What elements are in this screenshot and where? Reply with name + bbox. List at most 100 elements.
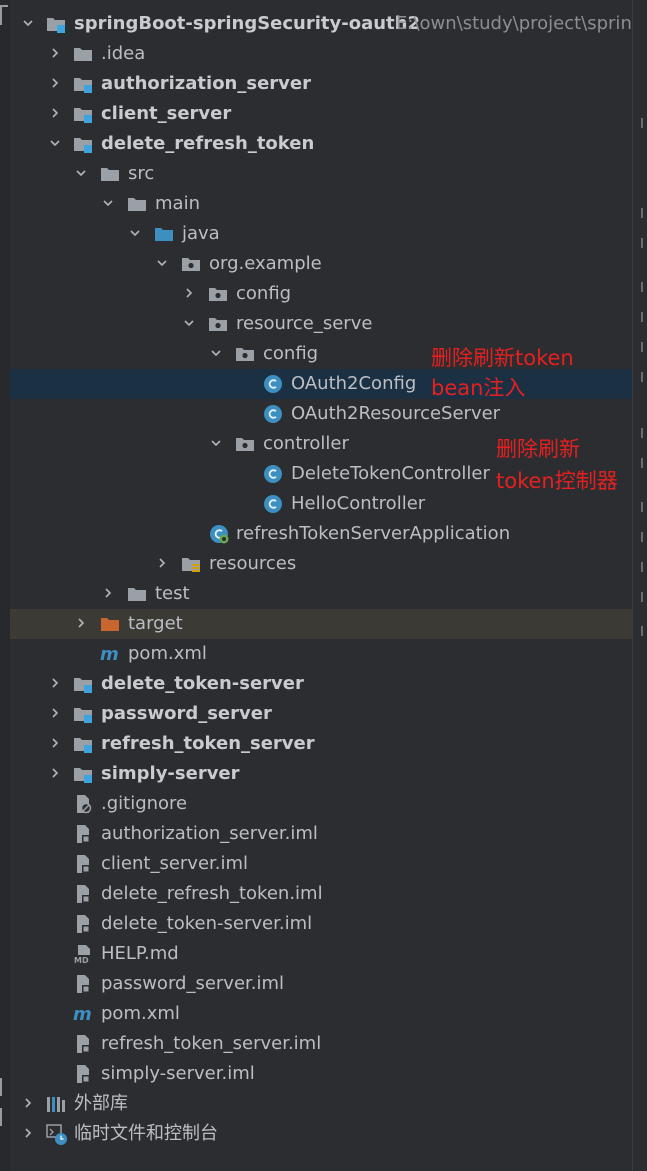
chevron-down-icon[interactable] bbox=[73, 159, 89, 189]
java-class-icon bbox=[263, 494, 283, 514]
markdown-file-icon: MD bbox=[73, 944, 93, 965]
tree-row-root-pom[interactable]: m pom.xml bbox=[10, 999, 632, 1029]
tree-row-label: client_server.iml bbox=[101, 853, 249, 874]
root-label: springBoot-springSecurity-oauth2 bbox=[74, 13, 420, 34]
tree-row-module-pom[interactable]: m pom.xml bbox=[10, 639, 632, 669]
scratches-icon bbox=[46, 1124, 67, 1145]
package-icon bbox=[208, 284, 228, 304]
chevron-right-icon[interactable] bbox=[47, 729, 63, 759]
chevron-down-icon[interactable] bbox=[20, 9, 36, 39]
tree-row-hellocontroller[interactable]: HelloController bbox=[10, 489, 632, 519]
tree-row-label: client_server bbox=[101, 103, 232, 124]
tree-row-label: simply-server.iml bbox=[101, 1063, 255, 1084]
tree-row-external-libraries[interactable]: 外部库 bbox=[10, 1089, 632, 1119]
tree-row-resource-serve[interactable]: resource_serve bbox=[10, 309, 632, 339]
tree-row-label: resource_serve bbox=[236, 313, 373, 334]
chevron-right-icon[interactable] bbox=[47, 699, 63, 729]
tree-row-label: password_server bbox=[101, 703, 272, 724]
chevron-right-icon[interactable] bbox=[47, 39, 63, 69]
chevron-right-icon[interactable] bbox=[47, 69, 63, 99]
tree-row-java[interactable]: java bbox=[10, 219, 632, 249]
chevron-down-icon[interactable] bbox=[181, 309, 197, 339]
chevron-right-icon[interactable] bbox=[100, 579, 116, 609]
tree-row-config[interactable]: config bbox=[10, 279, 632, 309]
chevron-down-icon[interactable] bbox=[47, 129, 63, 159]
tree-row-password-server-iml[interactable]: password_server.iml bbox=[10, 969, 632, 999]
chevron-down-icon[interactable] bbox=[127, 219, 143, 249]
tree-row-resource-config[interactable]: config bbox=[10, 339, 632, 369]
module-folder-icon bbox=[73, 734, 93, 754]
tree-row-label: 外部库 bbox=[74, 1093, 128, 1114]
tree-row-label: refreshTokenServerApplication bbox=[236, 523, 511, 544]
library-icon bbox=[46, 1094, 66, 1114]
chevron-right-icon[interactable] bbox=[20, 1119, 36, 1149]
chevron-right-icon[interactable] bbox=[47, 669, 63, 699]
tree-row-client-server-iml[interactable]: client_server.iml bbox=[10, 849, 632, 879]
tree-row-password-server[interactable]: password_server bbox=[10, 699, 632, 729]
tree-row-org-example[interactable]: org.example bbox=[10, 249, 632, 279]
chevron-down-icon[interactable] bbox=[208, 429, 224, 459]
maven-icon: m bbox=[73, 1004, 93, 1025]
chevron-down-icon[interactable] bbox=[100, 189, 116, 219]
chevron-down-icon[interactable] bbox=[154, 249, 170, 279]
tree-row-authorization-server-iml[interactable]: authorization_server.iml bbox=[10, 819, 632, 849]
tree-row-simply-server-iml[interactable]: simply-server.iml bbox=[10, 1059, 632, 1089]
tree-row-help-md[interactable]: MD HELP.md bbox=[10, 939, 632, 969]
chevron-down-icon[interactable] bbox=[208, 339, 224, 369]
tree-row-test[interactable]: test bbox=[10, 579, 632, 609]
tree-row-label: pom.xml bbox=[128, 643, 207, 664]
tree-row-label: DeleteTokenController bbox=[291, 463, 490, 484]
left-tool-strip bbox=[0, 0, 10, 1171]
tree-row-label: password_server.iml bbox=[101, 973, 285, 994]
chevron-right-icon[interactable] bbox=[47, 759, 63, 789]
folder-icon bbox=[100, 164, 120, 184]
tree-row-label: delete_token-server bbox=[101, 673, 304, 694]
tree-row-simply-server[interactable]: simply-server bbox=[10, 759, 632, 789]
tree-row-delete-token-server[interactable]: delete_token-server bbox=[10, 669, 632, 699]
module-folder-icon bbox=[73, 104, 93, 124]
source-folder-icon bbox=[154, 224, 174, 244]
tree-row-target[interactable]: target bbox=[10, 609, 632, 639]
svg-text:MD: MD bbox=[74, 956, 89, 964]
resources-folder-icon bbox=[181, 554, 201, 574]
tree-row-deletetokencontroller[interactable]: DeleteTokenController bbox=[10, 459, 632, 489]
tree-row-root[interactable]: springBoot-springSecurity-oauth2 E:\own\… bbox=[10, 9, 632, 39]
tree-row-refresh-token-server[interactable]: refresh_token_server bbox=[10, 729, 632, 759]
chevron-right-icon[interactable] bbox=[20, 1089, 36, 1119]
tree-row-idea[interactable]: .idea bbox=[10, 39, 632, 69]
tree-row-label: .idea bbox=[101, 43, 146, 64]
editor-gutter-edge bbox=[632, 0, 647, 1171]
tree-row-scratches-and-consoles[interactable]: 临时文件和控制台 bbox=[10, 1119, 632, 1149]
tree-row-client-server[interactable]: client_server bbox=[10, 99, 632, 129]
tree-row-gitignore[interactable]: .gitignore bbox=[10, 789, 632, 819]
svg-text:m: m bbox=[73, 1004, 92, 1024]
tree-row-delete-token-server-iml[interactable]: delete_token-server.iml bbox=[10, 909, 632, 939]
tree-row-refresh-token-server-iml[interactable]: refresh_token_server.iml bbox=[10, 1029, 632, 1059]
tree-row-label: resources bbox=[209, 553, 297, 574]
chevron-right-icon[interactable] bbox=[181, 279, 197, 309]
tree-row-src[interactable]: src bbox=[10, 159, 632, 189]
chevron-right-icon[interactable] bbox=[154, 549, 170, 579]
tree-row-delete-refresh-token-iml[interactable]: delete_refresh_token.iml bbox=[10, 879, 632, 909]
svg-text:m: m bbox=[100, 644, 119, 664]
tree-row-label: .gitignore bbox=[101, 793, 188, 814]
package-icon bbox=[181, 254, 201, 274]
chevron-right-icon[interactable] bbox=[73, 609, 89, 639]
tree-row-label: OAuth2Config bbox=[291, 373, 417, 394]
annotation-config-line1: 删除刷新token bbox=[431, 346, 574, 370]
tree-row-main[interactable]: main bbox=[10, 189, 632, 219]
tree-row-refreshtokenserverapplication[interactable]: refreshTokenServerApplication bbox=[10, 519, 632, 549]
tree-row-oauth2resourceserver[interactable]: OAuth2ResourceServer bbox=[10, 399, 632, 429]
tree-row-label: pom.xml bbox=[101, 1003, 180, 1024]
tree-row-oauth2config[interactable]: OAuth2Config bbox=[10, 369, 632, 399]
module-folder-icon bbox=[46, 14, 66, 34]
java-class-icon bbox=[263, 464, 283, 484]
folder-icon bbox=[73, 44, 93, 64]
tree-row-label: authorization_server.iml bbox=[101, 823, 318, 844]
tree-row-authorization-server[interactable]: authorization_server bbox=[10, 69, 632, 99]
tree-row-controller[interactable]: controller bbox=[10, 429, 632, 459]
tree-row-delete-refresh-token[interactable]: delete_refresh_token bbox=[10, 129, 632, 159]
tree-row-resources[interactable]: resources bbox=[10, 549, 632, 579]
iml-file-icon bbox=[73, 1064, 93, 1084]
chevron-right-icon[interactable] bbox=[47, 99, 63, 129]
